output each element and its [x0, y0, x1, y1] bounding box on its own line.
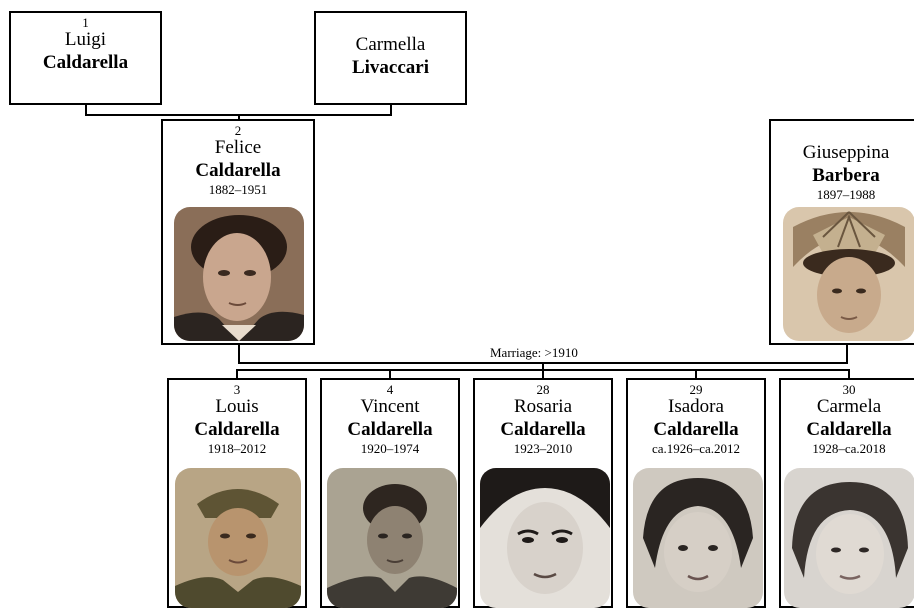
- portrait-photo: [784, 468, 914, 608]
- portrait-photo: [327, 468, 457, 608]
- person-card-isadora[interactable]: 29 Isadora Caldarella ca.1926–ca.2012: [626, 378, 766, 608]
- life-dates: 1882–1951: [208, 182, 268, 197]
- connector-line: [542, 369, 544, 379]
- person-number: 2: [234, 123, 242, 138]
- portrait-photo: [783, 207, 914, 341]
- given-name: Isadora: [668, 396, 724, 417]
- surname: Caldarella: [194, 419, 280, 440]
- given-name: Rosaria: [513, 396, 573, 417]
- life-dates: 1923–2010: [513, 441, 573, 456]
- given-name: Carmella: [355, 34, 426, 55]
- person-card-carmela[interactable]: 30 Carmela Caldarella 1928–ca.2018: [779, 378, 914, 608]
- life-dates: 1897–1988: [816, 187, 876, 202]
- connector-line: [238, 344, 240, 364]
- life-dates: 1920–1974: [360, 441, 420, 456]
- person-number: 28: [536, 382, 550, 397]
- surname: Caldarella: [653, 419, 739, 440]
- surname: Caldarella: [806, 419, 892, 440]
- portrait-photo: [174, 207, 304, 341]
- given-name: Carmela: [816, 396, 882, 417]
- portrait-photo: [633, 468, 763, 608]
- person-number: 30: [842, 382, 856, 397]
- person-card-luigi[interactable]: 1 Luigi Caldarella: [9, 11, 162, 105]
- connector-line: [848, 369, 850, 379]
- connector-line: [389, 369, 391, 379]
- marriage-label: Marriage: >1910: [488, 345, 580, 360]
- connector-line: [542, 362, 544, 370]
- person-card-rosaria[interactable]: 28 Rosaria Caldarella 1923–2010: [473, 378, 613, 608]
- given-name: Luigi: [64, 29, 107, 50]
- surname: Caldarella: [500, 419, 586, 440]
- life-dates: ca.1926–ca.2012: [651, 441, 741, 456]
- person-card-louis[interactable]: 3 Louis Caldarella 1918–2012: [167, 378, 307, 608]
- person-number: 1: [82, 15, 89, 30]
- connector-line: [236, 369, 238, 379]
- life-dates: 1918–2012: [207, 441, 267, 456]
- surname: Barbera: [812, 165, 880, 186]
- person-card-giuseppina[interactable]: Giuseppina Barbera 1897–1988: [769, 119, 914, 345]
- life-dates: 1928–ca.2018: [812, 441, 886, 456]
- connector-line: [695, 369, 697, 379]
- person-number: 29: [689, 382, 703, 397]
- connector-line: [238, 114, 240, 120]
- surname: Caldarella: [42, 52, 129, 73]
- surname: Caldarella: [195, 160, 281, 181]
- person-card-carmella[interactable]: Carmella Livaccari: [314, 11, 467, 105]
- given-name: Felice: [214, 137, 262, 158]
- connector-line: [85, 104, 87, 116]
- surname: Livaccari: [351, 57, 430, 78]
- person-number: 3: [233, 382, 241, 397]
- person-number: 4: [386, 382, 394, 397]
- surname: Caldarella: [347, 419, 433, 440]
- person-card-vincent[interactable]: 4 Vincent Caldarella 1920–1974: [320, 378, 460, 608]
- portrait-photo: [175, 468, 301, 608]
- given-name: Vincent: [360, 396, 420, 417]
- portrait-photo: [480, 468, 610, 608]
- given-name: Louis: [215, 396, 259, 417]
- connector-line: [846, 344, 848, 364]
- connector-line: [390, 104, 392, 116]
- given-name: Giuseppina: [802, 142, 890, 163]
- person-card-felice[interactable]: 2 Felice Caldarella 1882–1951: [161, 119, 315, 345]
